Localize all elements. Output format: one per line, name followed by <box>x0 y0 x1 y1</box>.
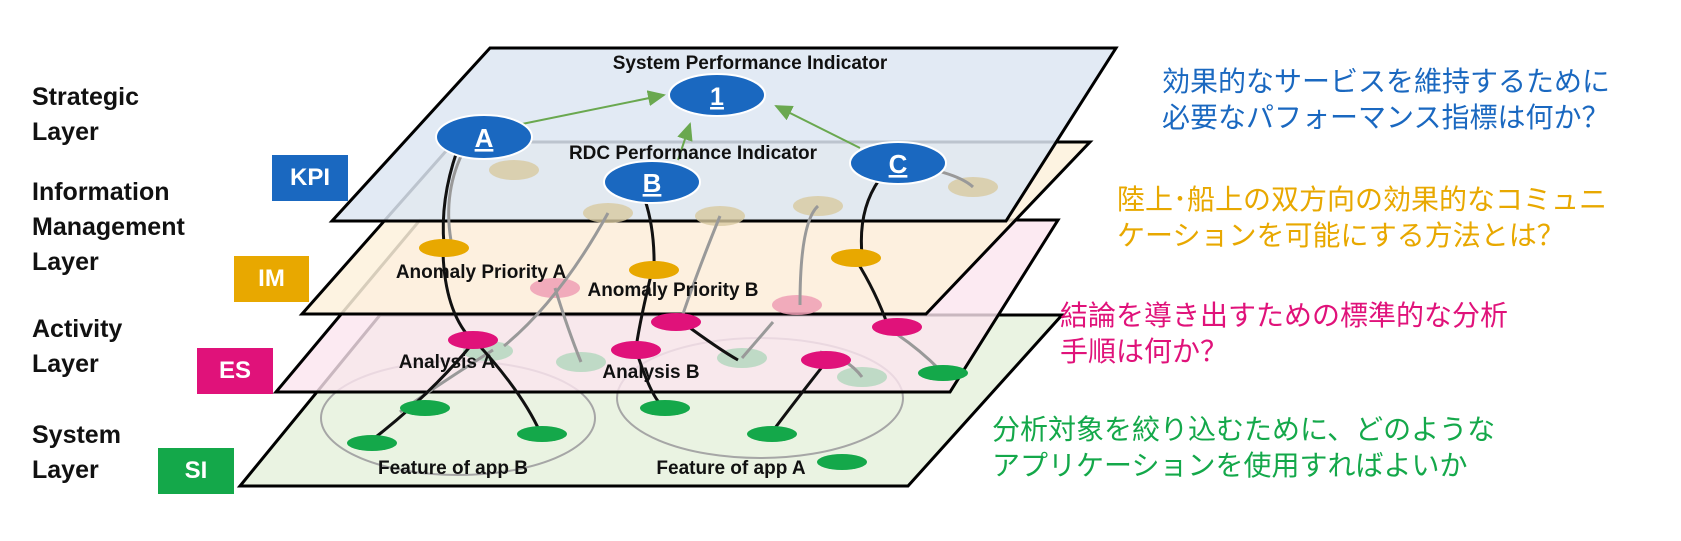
strategic-layer-label: Strategic Layer <box>32 83 139 146</box>
grey-connectors <box>399 153 975 414</box>
kpi-node-c-label: C <box>889 149 908 179</box>
analysis-b-label: Analysis B <box>602 362 699 383</box>
system-nodes <box>347 365 968 470</box>
feature-a-label: Feature of app A <box>656 458 805 479</box>
activity-nodes <box>448 313 922 369</box>
system-layer-label: System Layer <box>32 421 121 484</box>
rdc-performance-label: RDC Performance Indicator <box>569 143 818 164</box>
im-badge: IM <box>234 256 309 302</box>
kpi-node-b-label: B <box>643 168 662 198</box>
kpi-node-a-label: A <box>475 123 494 153</box>
kpi-node-b: B <box>603 160 701 204</box>
es-badge: ES <box>197 348 273 394</box>
kpi-node-1: 1 <box>668 73 766 117</box>
kpi-node-1-label: 1 <box>710 83 724 111</box>
anomaly-a-label: Anomaly Priority A <box>396 262 567 283</box>
anomaly-b-label: Anomaly Priority B <box>587 280 758 301</box>
system-performance-label: System Performance Indicator <box>613 53 888 74</box>
kpi-node-a: A <box>435 114 533 160</box>
im-layer-label: Information Management Layer <box>32 178 185 276</box>
feature-b-label: Feature of app B <box>378 458 528 479</box>
kpi-badge: KPI <box>272 155 348 201</box>
kpi-arrows <box>521 90 861 161</box>
activity-question: 結論を導き出すための標準的な分析 手順は何か？ <box>1060 299 1509 368</box>
kpi-node-c: C <box>849 141 947 185</box>
im-question: 陸上･船上の双方向の効果的なコミュニ ケーションを可能にする方法とは？ <box>1117 183 1608 252</box>
analysis-a-label: Analysis A <box>399 352 496 373</box>
system-question: 分析対象を絞り込むために、どのような アプリケーションを使用すればよいか <box>992 413 1496 482</box>
strategic-question: 効果的なサービスを維持するために 必要なパフォーマンス指標は何か？ <box>1162 65 1611 134</box>
activity-layer-label: Activity Layer <box>32 315 123 378</box>
si-badge: SI <box>158 448 234 494</box>
im-nodes <box>419 239 881 279</box>
